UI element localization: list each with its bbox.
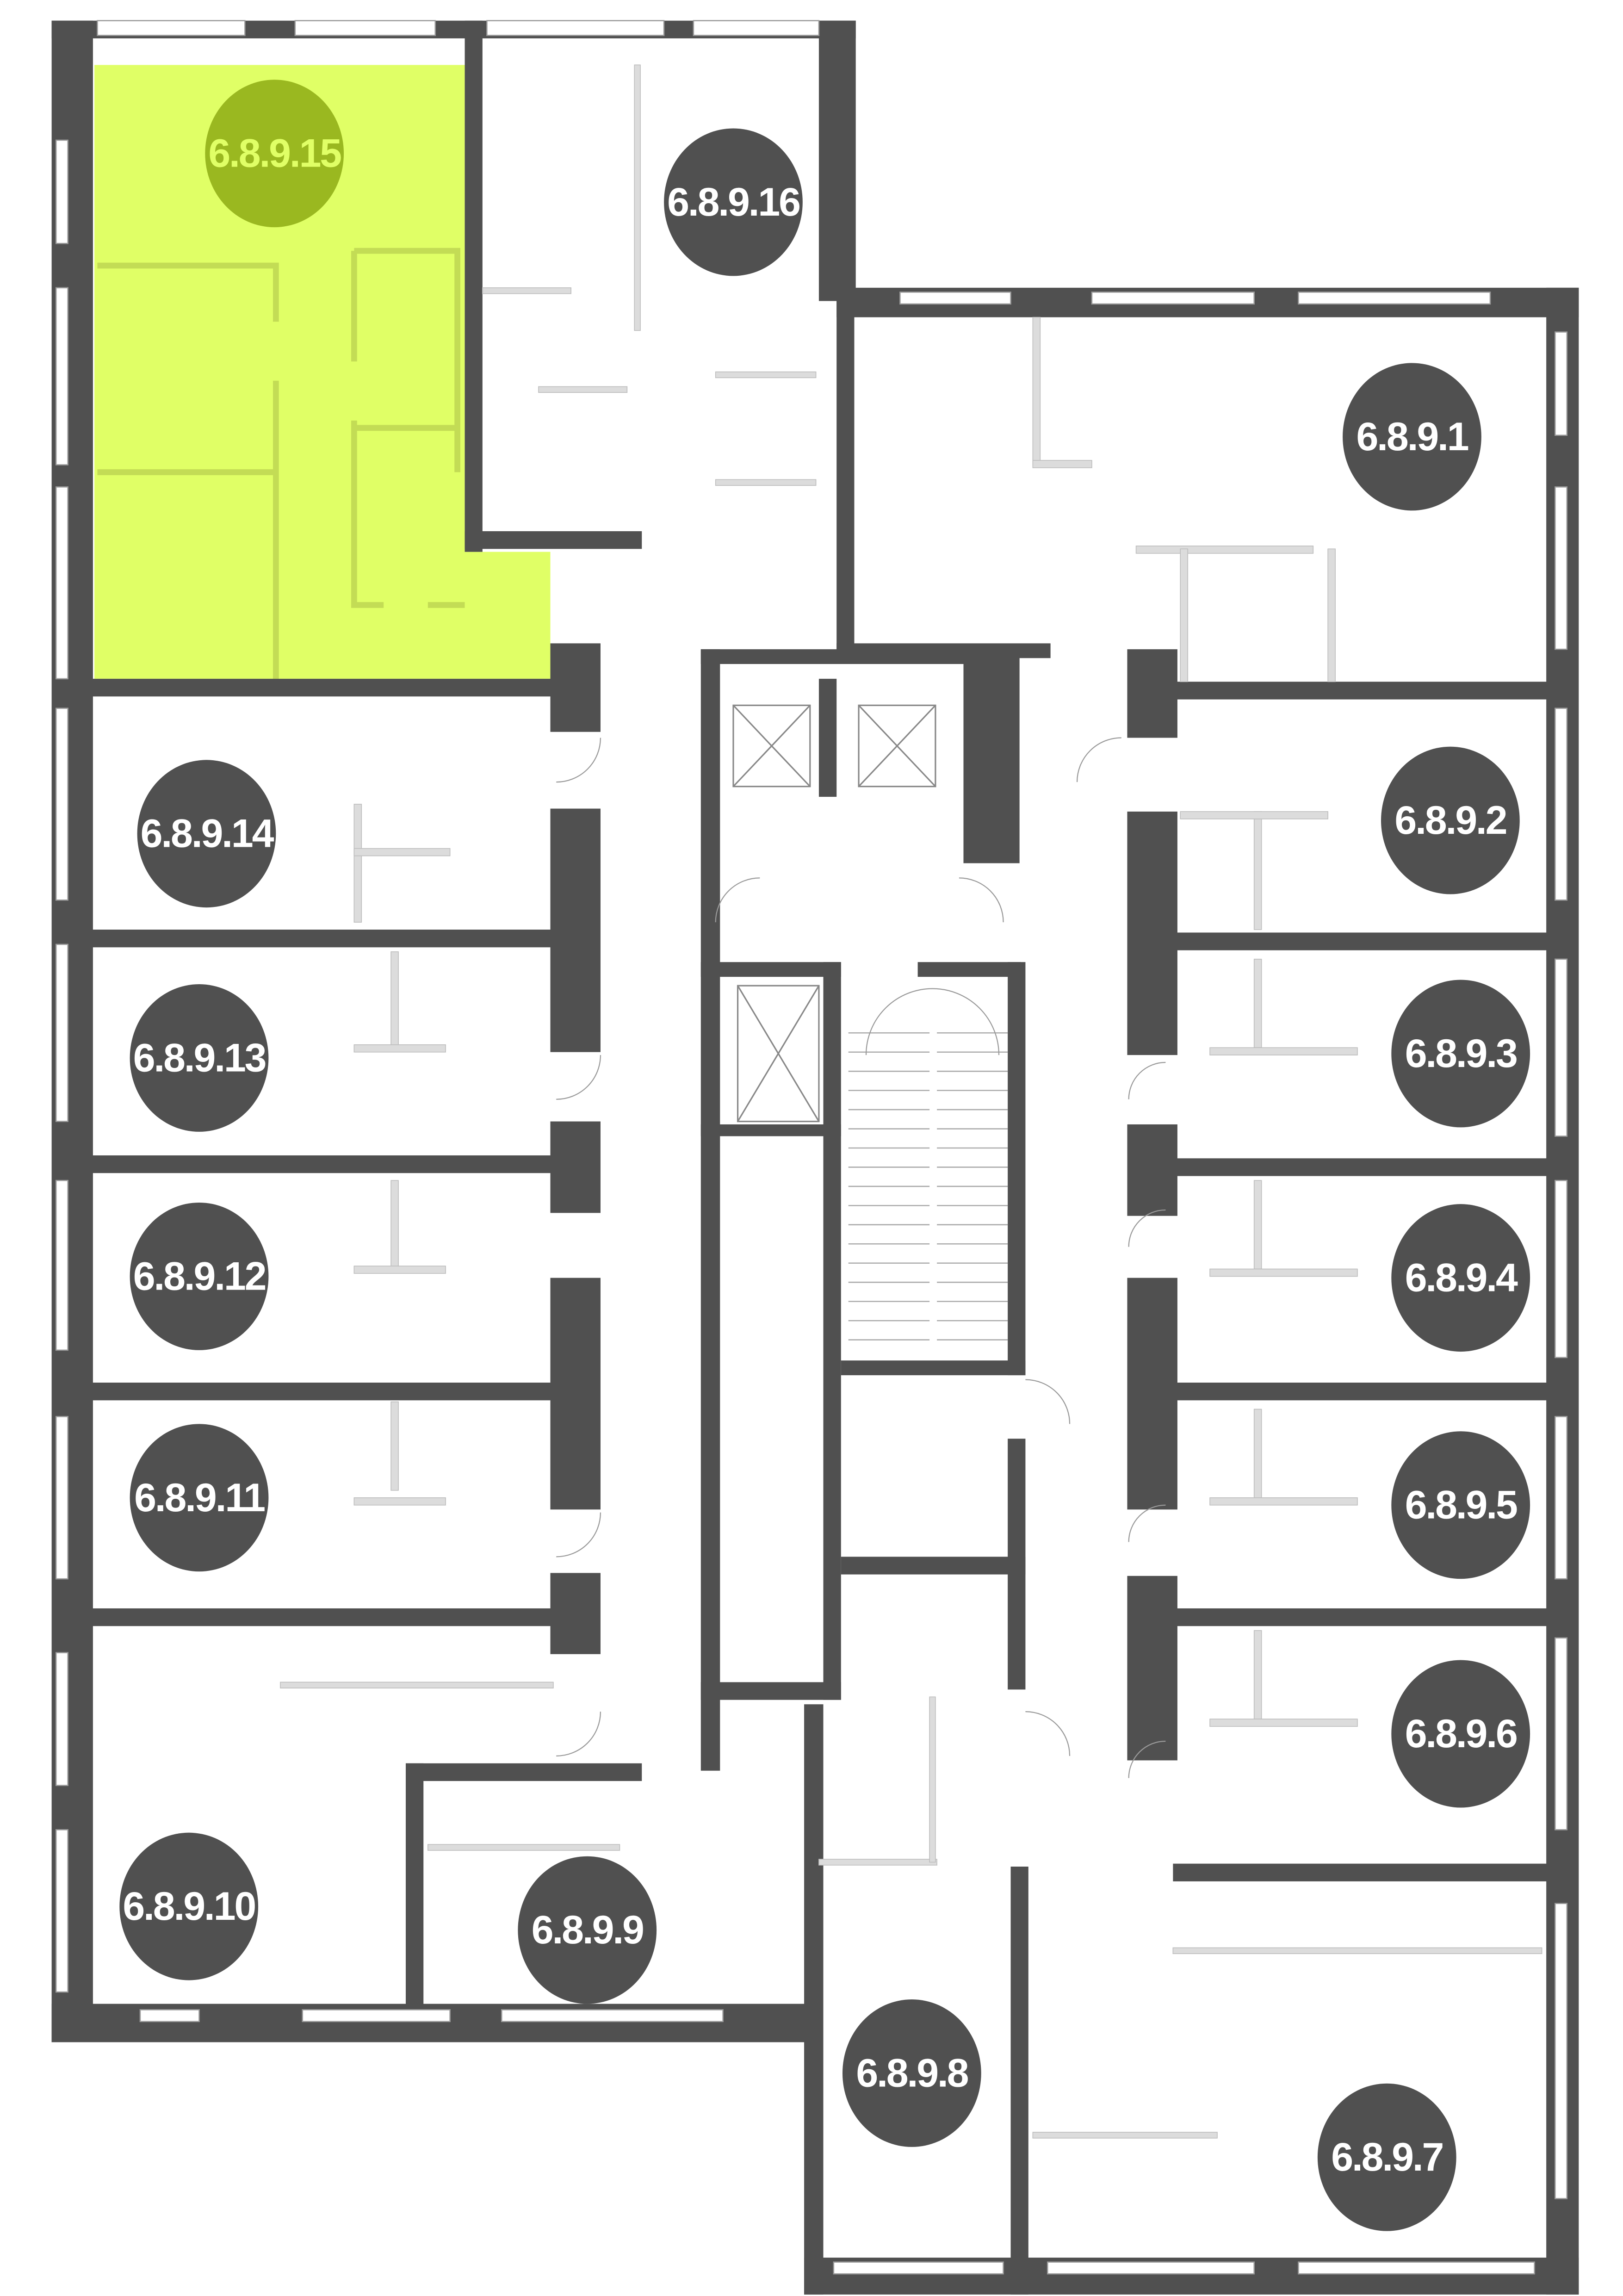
window xyxy=(55,486,68,680)
light-partitions xyxy=(280,64,1542,2139)
unit-badges: 6.8.9.15 6.8.9.16 6.8.9.1 6.8.9.14 6.8.9.2 6.… xyxy=(119,80,1530,2231)
unit-badge-6-8-9-6[interactable]: 6.8.9.6 xyxy=(1391,1660,1530,1808)
window xyxy=(55,943,68,1122)
window xyxy=(55,139,68,244)
window xyxy=(1555,1179,1568,1359)
badge-circle xyxy=(205,80,344,228)
unit-label: 6.8.9.4 xyxy=(1405,1256,1518,1300)
window xyxy=(1047,2261,1255,2275)
window xyxy=(55,707,68,901)
badge-circle xyxy=(518,1856,657,2004)
badge-circle xyxy=(1391,1204,1530,1352)
unit-badge-6-8-9-12[interactable]: 6.8.9.12 xyxy=(130,1202,269,1350)
unit-badge-6-8-9-11[interactable]: 6.8.9.11 xyxy=(130,1424,269,1572)
unit-badge-6-8-9-13[interactable]: 6.8.9.13 xyxy=(130,984,269,1132)
badge-circle xyxy=(1343,363,1481,511)
badge-circle xyxy=(842,1999,981,2147)
window xyxy=(139,2009,200,2023)
unit-label: 6.8.9.3 xyxy=(1405,1031,1517,1076)
window xyxy=(1555,707,1568,901)
badge-circle xyxy=(119,1832,259,1980)
unit-label: 6.8.9.15 xyxy=(208,131,341,176)
window xyxy=(55,1416,68,1580)
elevators xyxy=(732,704,936,1123)
window xyxy=(302,2009,451,2023)
badge-circle xyxy=(130,1202,269,1350)
window xyxy=(1091,292,1255,305)
unit-label: 6.8.9.9 xyxy=(532,1908,643,1952)
unit-badge-6-8-9-2[interactable]: 6.8.9.2 xyxy=(1381,746,1520,894)
window xyxy=(899,292,1011,305)
unit-label: 6.8.9.1 xyxy=(1356,415,1468,459)
window xyxy=(1555,486,1568,650)
unit-badge-6-8-9-16[interactable]: 6.8.9.16 xyxy=(664,128,803,276)
unit-label: 6.8.9.2 xyxy=(1394,798,1506,843)
unit-label: 6.8.9.7 xyxy=(1331,2135,1443,2179)
unit-badge-6-8-9-10[interactable]: 6.8.9.10 xyxy=(119,1832,259,1980)
unit-label: 6.8.9.6 xyxy=(1405,1712,1517,1756)
window xyxy=(1555,1903,1568,2199)
unit-label: 6.8.9.8 xyxy=(856,2051,968,2095)
window xyxy=(1555,1416,1568,1580)
unit-label: 6.8.9.14 xyxy=(141,812,274,856)
window xyxy=(1298,2261,1535,2275)
window xyxy=(55,1179,68,1351)
window xyxy=(55,1652,68,1786)
badge-circle xyxy=(137,760,276,908)
door-swings xyxy=(556,737,1166,1778)
staircase xyxy=(848,1032,1008,1340)
badge-circle xyxy=(1391,1660,1530,1808)
unit-badge-6-8-9-14[interactable]: 6.8.9.14 xyxy=(137,760,276,908)
window xyxy=(486,20,665,36)
window xyxy=(1555,331,1568,436)
unit-badge-6-8-9-5[interactable]: 6.8.9.5 xyxy=(1391,1431,1530,1579)
badge-circle xyxy=(1317,2083,1456,2231)
window xyxy=(55,287,68,465)
badge-circle xyxy=(130,1424,269,1572)
unit-badge-6-8-9-9[interactable]: 6.8.9.9 xyxy=(518,1856,657,2004)
badge-circle xyxy=(1391,1431,1530,1579)
badge-circle xyxy=(1381,746,1520,894)
unit-label: 6.8.9.12 xyxy=(133,1254,266,1298)
window xyxy=(1555,1637,1568,1831)
unit-badge-6-8-9-15[interactable]: 6.8.9.15 xyxy=(205,80,344,228)
window xyxy=(97,20,246,36)
unit-15-partitions xyxy=(97,248,465,679)
window xyxy=(294,20,436,36)
unit-label: 6.8.9.11 xyxy=(134,1476,265,1520)
window xyxy=(1555,958,1568,1137)
badge-circle xyxy=(664,128,803,276)
unit-badge-6-8-9-8[interactable]: 6.8.9.8 xyxy=(842,1999,981,2147)
window xyxy=(693,20,820,36)
unit-15-highlight[interactable] xyxy=(94,65,551,679)
window xyxy=(501,2009,724,2023)
unit-badge-6-8-9-4[interactable]: 6.8.9.4 xyxy=(1391,1204,1530,1352)
badge-circle xyxy=(1391,980,1530,1128)
unit-label: 6.8.9.5 xyxy=(1405,1483,1517,1527)
badge-circle xyxy=(130,984,269,1132)
unit-badge-6-8-9-7[interactable]: 6.8.9.7 xyxy=(1317,2083,1456,2231)
window xyxy=(833,2261,1004,2275)
window xyxy=(55,1829,68,1993)
unit-badge-6-8-9-3[interactable]: 6.8.9.3 xyxy=(1391,980,1530,1128)
window xyxy=(1298,292,1491,305)
unit-label: 6.8.9.16 xyxy=(667,180,799,224)
unit-label: 6.8.9.13 xyxy=(133,1036,266,1080)
unit-badge-6-8-9-1[interactable]: 6.8.9.1 xyxy=(1343,363,1481,511)
windows xyxy=(55,20,1568,2275)
unit-label: 6.8.9.10 xyxy=(123,1884,255,1929)
